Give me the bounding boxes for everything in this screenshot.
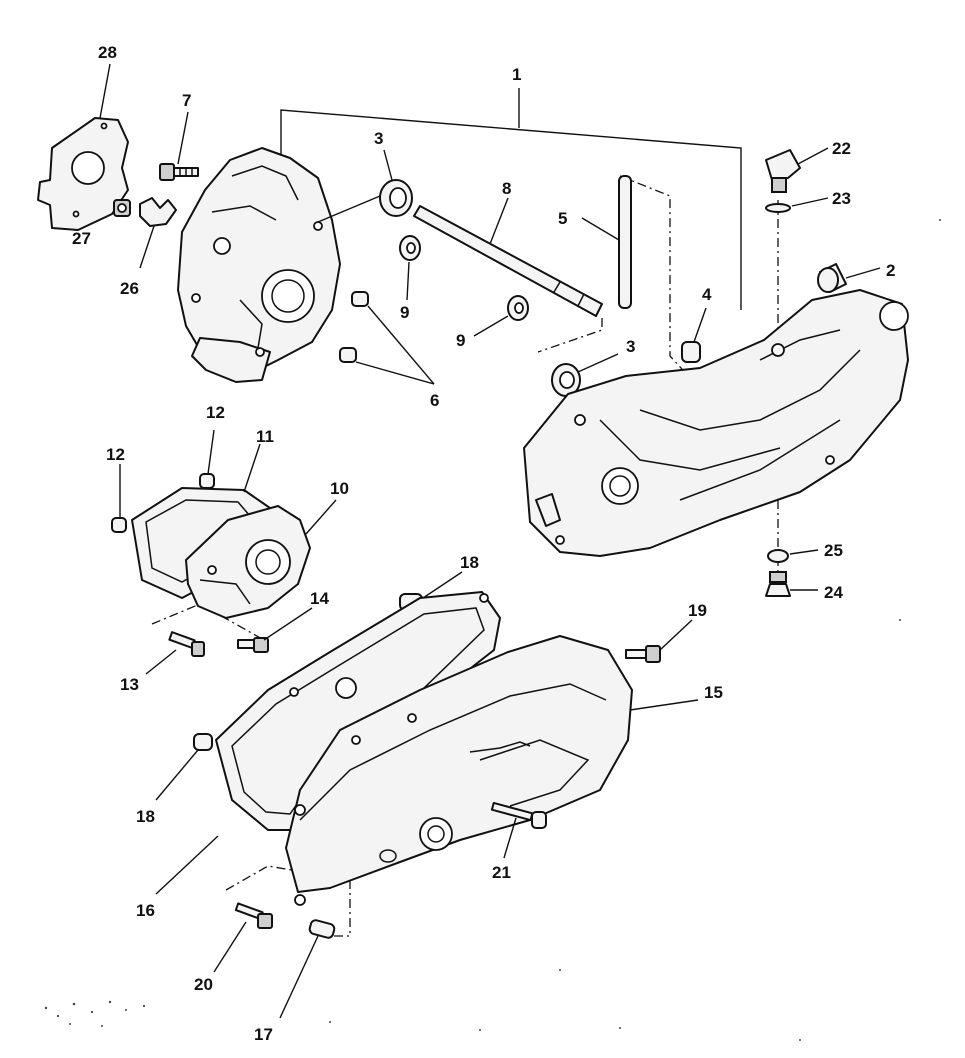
callout-14: 14 [310,589,329,608]
callout-5: 5 [558,209,567,228]
part-9-seals [399,235,529,337]
callout-15: 15 [704,683,723,702]
callout-7: 7 [182,91,191,110]
part-12-dowels [111,429,215,533]
right-crankcase-half [523,289,909,557]
part-28-plate [37,63,129,231]
part-25-washer [767,549,819,563]
scan-noise [44,219,941,1041]
callout-12-lower: 12 [106,445,125,464]
part-3-bearing-upper [317,149,413,223]
callout-2: 2 [886,261,895,280]
callout-19: 19 [688,601,707,620]
callout-3-lower: 3 [626,337,635,356]
callout-26: 26 [120,279,139,298]
callout-16: 16 [136,901,155,920]
callout-18-lower: 18 [136,807,155,826]
callout-23: 23 [832,189,851,208]
part-6-dowel-pins [339,291,435,385]
callout-21: 21 [492,863,511,882]
part-14-bolt [237,607,313,653]
callout-11: 11 [256,427,274,446]
callout-13: 13 [120,675,139,694]
callout-9-upper: 9 [400,303,409,322]
callout-17: 17 [254,1025,273,1044]
part-17-dowel [279,919,336,1019]
callout-labels: 1 2 3 3 4 5 6 7 8 9 9 10 11 12 12 13 14 … [72,43,895,1044]
part-8-shaft [413,197,603,317]
left-crankcase-half [177,147,341,383]
part-21-stud [490,801,547,859]
part-20-bolt [213,902,273,973]
part-19-bolt [625,619,693,663]
callout-27: 27 [72,229,91,248]
part-24-drain-bolt [765,571,818,597]
part-4-dowel [681,307,707,363]
callout-28: 28 [98,43,117,62]
part-7-bolt [159,111,199,181]
part-10-pump-cover [185,499,337,619]
assembly-bracket-1 [280,88,742,310]
callout-18-upper: 18 [460,553,479,572]
callout-6: 6 [430,391,439,410]
callout-12-upper: 12 [206,403,225,422]
callout-10: 10 [330,479,349,498]
callout-4: 4 [702,285,712,304]
part-15-transmission-cover [285,635,699,906]
callout-1: 1 [512,65,521,84]
callout-9-lower: 9 [456,331,465,350]
part-13-bolt [145,631,205,675]
callout-20: 20 [194,975,213,994]
part-23-o-ring [765,197,829,213]
callout-22: 22 [832,139,851,158]
callout-8: 8 [502,179,511,198]
callout-3-upper: 3 [374,129,383,148]
callout-25: 25 [824,541,843,560]
callout-24: 24 [824,583,843,602]
part-27-bolt [113,199,131,217]
part-22-filler-plug [765,147,829,193]
part-5-pin [581,175,632,309]
part-2-bushing [817,263,881,293]
part-26-clip [139,197,177,269]
